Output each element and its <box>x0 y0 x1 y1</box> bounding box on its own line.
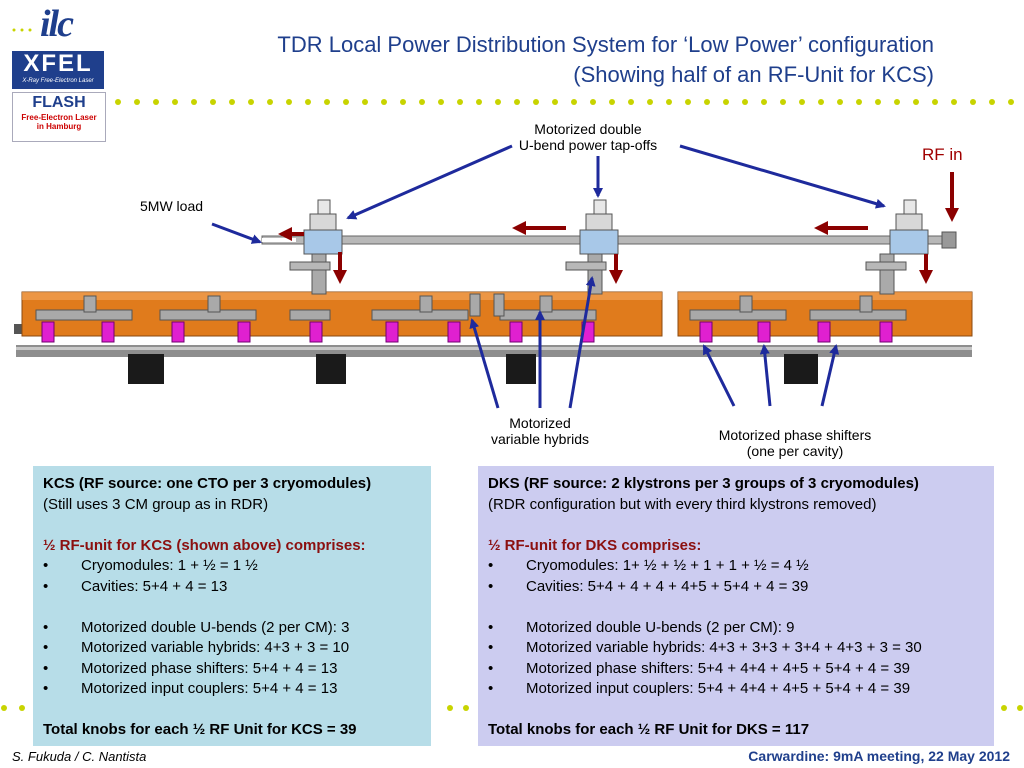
ubend-assembly-3 <box>865 199 929 295</box>
slide-subtitle: (Showing half of an RF-Unit for KCS) <box>573 62 934 87</box>
list-item: Motorized double U-bends (2 per CM): 9 <box>488 618 984 639</box>
footer-authors: S. Fukuda / C. Nantista <box>12 749 147 764</box>
cavity-couplers <box>41 321 893 343</box>
xfel-logo-text: XFEL <box>23 50 93 77</box>
kcs-list-b: Motorized double U-bends (2 per CM): 3 M… <box>43 618 421 700</box>
footer-meeting: Carwardine: 9mA meeting, 22 May 2012 <box>748 748 1010 764</box>
kcs-subheading: ½ RF-unit for KCS (shown above) comprise… <box>43 536 366 554</box>
list-item: Motorized variable hybrids: 4+3 + 3 = 10 <box>43 638 421 659</box>
kcs-panel: KCS (RF source: one CTO per 3 cryomodule… <box>33 466 431 746</box>
dks-heading: DKS (RF source: 2 klystrons per 3 groups… <box>488 475 919 492</box>
hybrids-label: Motorized variable hybrids <box>480 415 600 447</box>
annotation-arrows <box>211 144 886 409</box>
decorative-dots-bottom <box>1 705 1023 711</box>
dks-panel: DKS (RF source: 2 klystrons per 3 groups… <box>478 466 994 746</box>
list-item: Motorized variable hybrids: 4+3 + 3+3 + … <box>488 638 984 659</box>
flash-logo-text: FLASH <box>32 94 86 111</box>
xfel-logo: XFEL X-Ray Free-Electron Laser <box>12 51 104 89</box>
phase-shifters-label-line1: Motorized phase shifters <box>718 427 872 443</box>
list-item: Motorized phase shifters: 5+4 + 4+4 + 4+… <box>488 659 984 680</box>
rf-in-label: RF in <box>922 145 963 164</box>
phase-shifters-label-line2: (one per cavity) <box>746 443 844 459</box>
list-item: Motorized input couplers: 5+4 + 4+4 + 4+… <box>488 679 984 700</box>
phase-shifters-label: Motorized phase shifters (one per cavity… <box>695 427 895 459</box>
ubend-label-line1: Motorized double <box>534 121 642 137</box>
list-item: Cavities: 5+4 + 4 = 13 <box>43 577 421 598</box>
ubend-label: Motorized double U-bend power tap-offs <box>503 121 673 153</box>
load-label: 5MW load <box>140 198 204 214</box>
list-item: Motorized input couplers: 5+4 + 4 = 13 <box>43 679 421 700</box>
hybrids-label-line1: Motorized <box>509 415 571 431</box>
kcs-total: Total knobs for each ½ RF Unit for KCS =… <box>43 721 357 738</box>
decorative-dots-top <box>12 28 1014 105</box>
ilc-logo: ilc <box>40 3 74 45</box>
dks-list-b: Motorized double U-bends (2 per CM): 9 M… <box>488 618 984 700</box>
list-item: Cryomodules: 1 + ½ = 1 ½ <box>43 556 421 577</box>
slide-title: TDR Local Power Distribution System for … <box>277 32 934 57</box>
dks-subheading: ½ RF-unit for DKS comprises: <box>488 536 702 554</box>
list-item: Motorized phase shifters: 5+4 + 4 = 13 <box>43 659 421 680</box>
hybrids-label-line2: variable hybrids <box>490 431 590 447</box>
flash-logo-subtext-2: in Hamburg <box>36 122 82 131</box>
flash-logo: FLASH Free-Electron Laser in Hamburg <box>12 92 106 142</box>
ubend-assembly-1 <box>289 199 343 295</box>
dks-note: (RDR configuration but with every third … <box>488 495 877 513</box>
kcs-note: (Still uses 3 CM group as in RDR) <box>43 495 269 513</box>
cold-mass-blocks <box>128 354 818 384</box>
kcs-heading: KCS (RF source: one CTO per 3 cryomodule… <box>43 475 372 492</box>
list-item: Motorized double U-bends (2 per CM): 3 <box>43 618 421 639</box>
ubend-label-line2: U-bend power tap-offs <box>518 137 658 153</box>
list-item: Cryomodules: 1+ ½ + ½ + 1 + 1 + ½ = 4 ½ <box>488 556 984 577</box>
kcs-list-a: Cryomodules: 1 + ½ = 1 ½ Cavities: 5+4 +… <box>43 556 421 597</box>
dks-total: Total knobs for each ½ RF Unit for DKS =… <box>488 721 810 738</box>
dks-list-a: Cryomodules: 1+ ½ + ½ + 1 + 1 + ½ = 4 ½ … <box>488 556 984 597</box>
power-flow-arrows <box>278 172 959 284</box>
list-item: Cavities: 5+4 + 4 + 4 + 4+5 + 5+4 + 4 = … <box>488 577 984 598</box>
ubend-assembly-2 <box>565 199 619 295</box>
flash-logo-subtext-1: Free-Electron Laser <box>21 113 97 122</box>
xfel-logo-subtext: X-Ray Free-Electron Laser <box>22 78 94 84</box>
waveguide-feeds <box>35 293 907 321</box>
